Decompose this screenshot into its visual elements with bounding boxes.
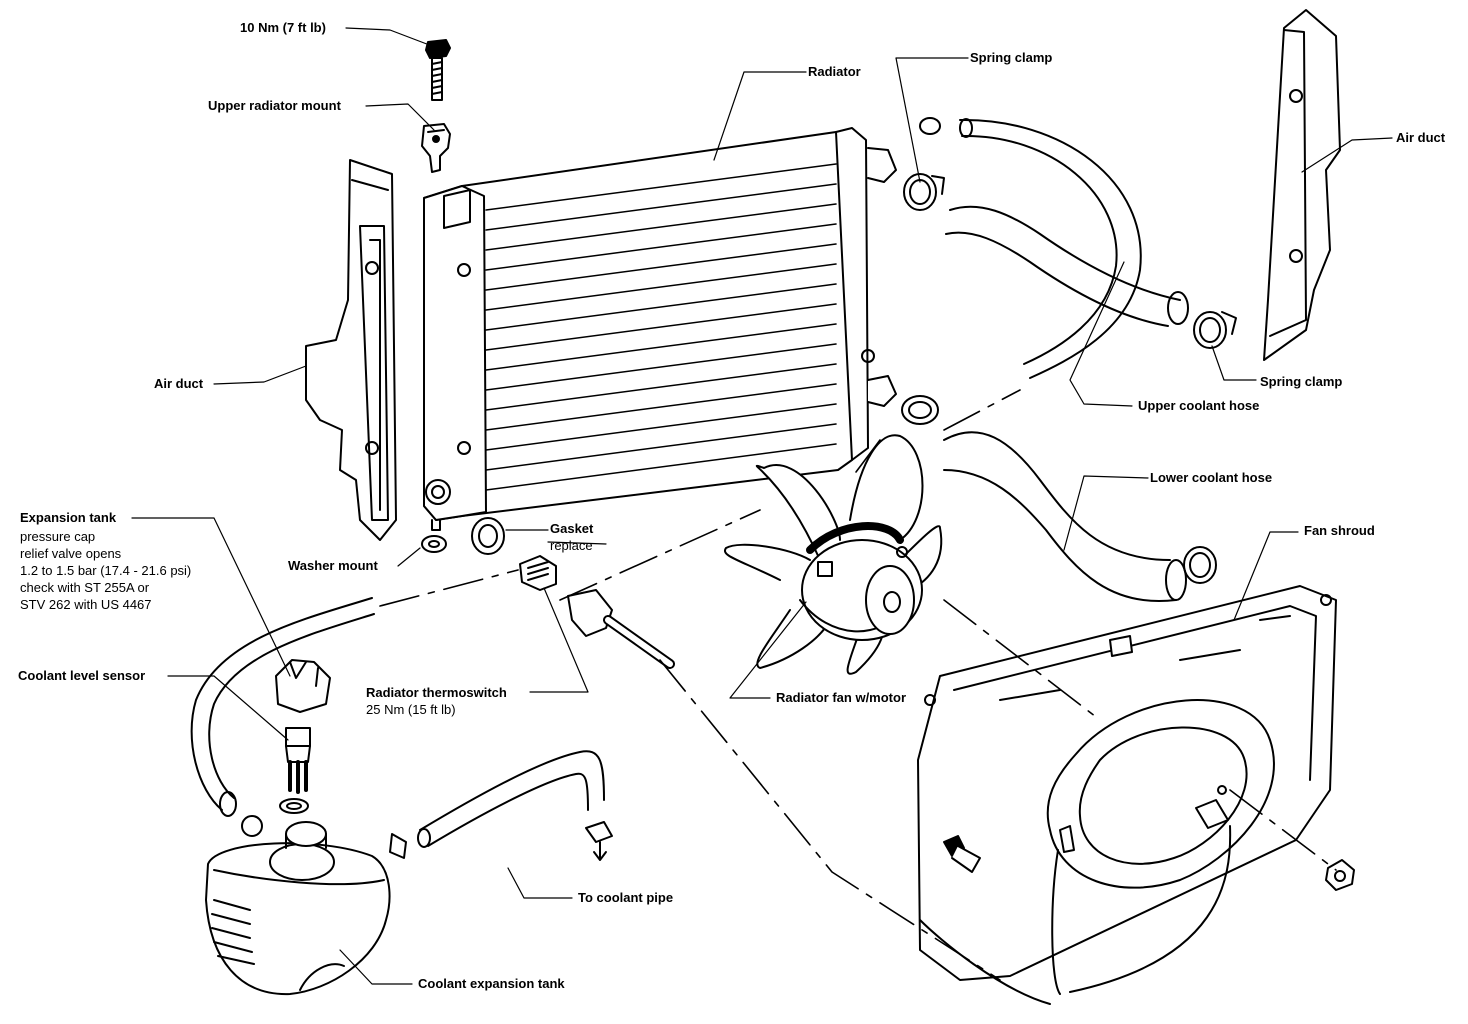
return-hose [389, 750, 613, 861]
bleed-hose [190, 597, 375, 837]
expansion-tank-note-1: pressure cap [20, 529, 96, 544]
radiator-thermoswitch [519, 555, 557, 591]
leader-lines [131, 27, 1393, 985]
right-air-duct [1263, 9, 1341, 361]
spring-clamp-top [903, 117, 945, 211]
assembly-lines [379, 389, 1337, 981]
label-spring-clamp-right: Spring clamp [1260, 374, 1343, 389]
fan-shroud [917, 585, 1337, 1005]
label-radiator-thermoswitch: Radiator thermoswitch [366, 685, 507, 700]
label-expansion-tank: Expansion tank [20, 510, 117, 525]
fan-shroud-bolt [943, 835, 981, 873]
label-spring-clamp-top: Spring clamp [970, 50, 1053, 65]
gasket [471, 517, 505, 555]
label-coolant-level-sensor: Coolant level sensor [18, 668, 146, 683]
label-lower-coolant-hose: Lower coolant hose [1150, 470, 1273, 485]
thermoswitch-connector [567, 589, 675, 669]
label-radiator: Radiator [808, 64, 861, 79]
label-upper-coolant-hose: Upper coolant hose [1138, 398, 1260, 413]
coolant-expansion-tank [205, 821, 391, 996]
radiator [423, 127, 897, 531]
pressure-cap [275, 659, 331, 713]
label-to-coolant-pipe: To coolant pipe [578, 890, 674, 905]
sensor-oring [279, 798, 309, 814]
upper-coolant-hose [945, 118, 1189, 379]
label-upper-radiator-mount: Upper radiator mount [208, 98, 341, 113]
expansion-tank-note-2: relief valve opens [20, 546, 122, 561]
radiator-fan-motor [723, 434, 943, 675]
label-bolt-torque: 10 Nm (7 ft lb) [240, 20, 326, 35]
lower-coolant-hose [943, 431, 1187, 603]
label-gasket: Gasket [550, 521, 594, 536]
fan-shroud-nut [1325, 859, 1355, 891]
coolant-level-sensor [285, 727, 311, 794]
label-air-duct-right: Air duct [1396, 130, 1446, 145]
left-air-duct [305, 159, 397, 541]
expansion-tank-note-3: 1.2 to 1.5 bar (17.4 - 21.6 psi) [20, 563, 192, 578]
upper-radiator-mount [421, 123, 451, 173]
label-washer-mount: Washer mount [288, 558, 378, 573]
label-fan-shroud: Fan shroud [1304, 523, 1375, 538]
spring-clamp-right [1193, 311, 1237, 349]
label-air-duct-left: Air duct [154, 376, 204, 391]
label-radiator-fan: Radiator fan w/motor [776, 690, 907, 705]
label-gasket-note: replace [550, 538, 593, 553]
washer-mount [421, 535, 447, 553]
expansion-tank-note-5: STV 262 with US 4467 [20, 597, 152, 612]
label-coolant-expansion-tank: Coolant expansion tank [418, 976, 565, 991]
spring-clamp-lower [1183, 546, 1217, 584]
spring-clamp-mid [901, 395, 939, 425]
expansion-tank-note-4: check with ST 255A or [20, 580, 150, 595]
mounting-bolt [425, 39, 451, 101]
label-thermoswitch-torque: 25 Nm (15 ft lb) [366, 702, 456, 717]
